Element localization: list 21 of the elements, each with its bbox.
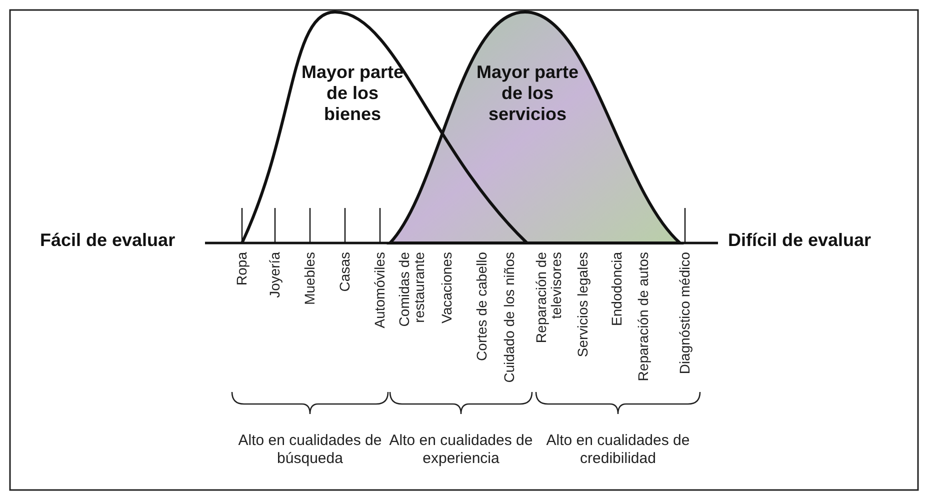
group-label: Alto en cualidades de credibilidad: [545, 432, 691, 468]
item-label: Comidas de restaurante: [397, 252, 427, 329]
item-label: Cuidado de los niños: [502, 252, 517, 385]
item-label: Reparación de televisores: [534, 252, 564, 346]
curve-label: Mayor parte de los bienes: [300, 62, 405, 125]
group-label: Alto en cualidades de búsqueda: [237, 432, 383, 468]
item-label: Endodoncia: [610, 252, 624, 328]
item-label: Casas: [338, 252, 352, 294]
item-label: Vacaciones: [440, 252, 454, 326]
axis-end-label: Fácil de evaluar: [40, 230, 176, 251]
axis-end-label: Difícil de evaluar: [728, 230, 872, 251]
curve-label: Mayor parte de los servicios: [475, 62, 580, 125]
item-label: Cortes de cabello: [474, 252, 490, 363]
item-label: Servicios legales: [576, 252, 590, 360]
item-label: Muebles: [302, 252, 318, 307]
item-label: Reparación de autos: [636, 252, 651, 384]
item-label: Automóviles: [372, 252, 388, 330]
item-label: Joyería: [268, 252, 282, 300]
item-label: Diagnóstico médico: [678, 252, 692, 376]
group-label: Alto en cualidades de experiencia: [388, 432, 534, 468]
item-label: Ropa: [234, 252, 250, 288]
